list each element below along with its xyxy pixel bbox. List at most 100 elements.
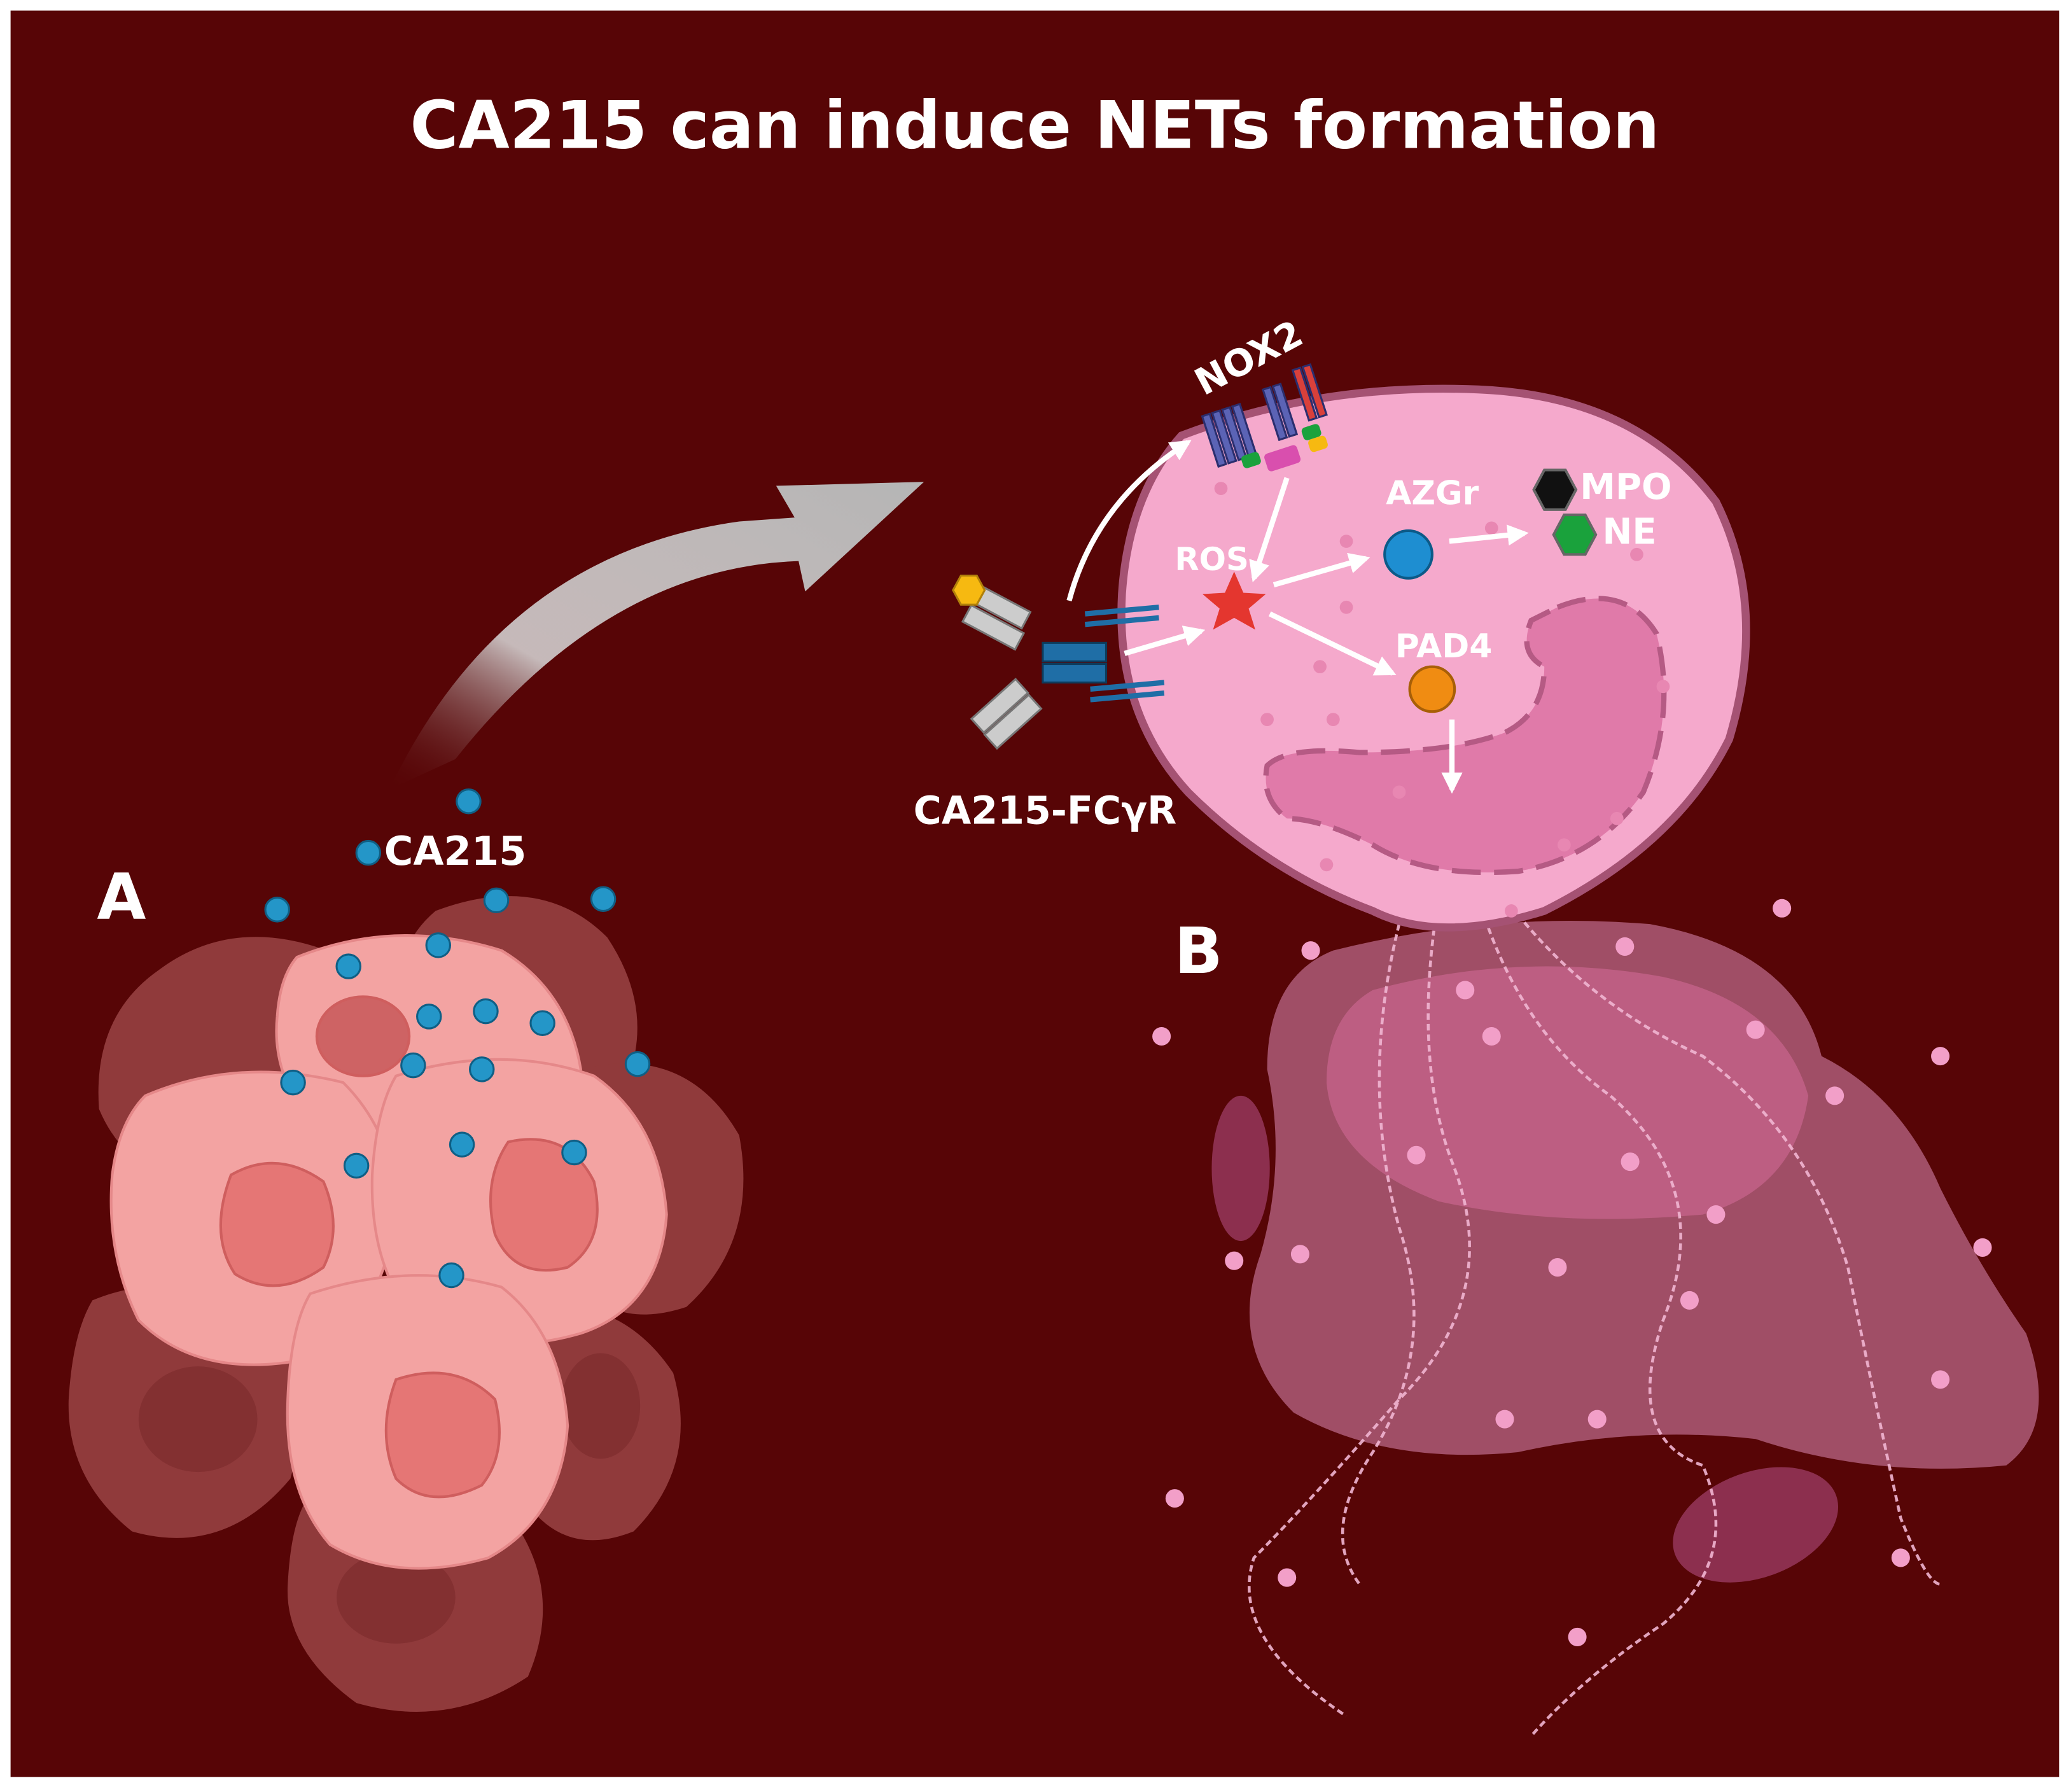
- fc-receptor: [952, 574, 1165, 750]
- ca215-particle: [473, 998, 499, 1025]
- ca215-particle: [280, 1069, 306, 1096]
- net-dot: [1973, 1238, 1992, 1257]
- chromatin-strand: [1341, 923, 1416, 1585]
- mpo-hexagon: [1532, 468, 1578, 511]
- net-dots: [1152, 899, 1992, 1646]
- net-cloud-inner: [1326, 966, 1809, 1219]
- nox2-helix: [1291, 366, 1318, 422]
- neutrophil-granule: [1214, 482, 1228, 495]
- neutrophil-granule: [1339, 535, 1353, 548]
- net-dot: [1482, 1026, 1501, 1046]
- antibody-arm: [970, 677, 1029, 734]
- tumor-cluster: [68, 896, 744, 1712]
- ca215-particle: [469, 1056, 495, 1082]
- figure-title: CA215 can induce NETs formation: [410, 87, 1659, 164]
- ca215-particle: [355, 839, 382, 866]
- ca215-particle: [416, 1004, 442, 1030]
- tumor-nucleus: [219, 1161, 335, 1287]
- chromatin-strand: [1477, 897, 1718, 1737]
- panel-label-a: A: [97, 861, 146, 934]
- net-dot: [1587, 1410, 1607, 1429]
- ca215-particle: [456, 788, 482, 815]
- net-dot: [1621, 1152, 1640, 1172]
- ca215-particle: [624, 1051, 651, 1077]
- ca215-particle: [335, 953, 361, 979]
- nox2-helix: [1211, 409, 1238, 465]
- neutrophil-granule: [1320, 858, 1334, 872]
- ros-star: [1202, 571, 1266, 630]
- arrow-ros-to-azgr: [1273, 552, 1370, 588]
- nox2-complex: [1201, 363, 1328, 472]
- chromatin-strands: [1248, 897, 1941, 1737]
- neutrophil-granule: [1630, 547, 1643, 561]
- tumor-nucleus: [315, 995, 411, 1077]
- ca215-particles: [264, 788, 651, 1289]
- net-dot: [1225, 1251, 1244, 1270]
- net-vesicle: [1211, 1095, 1270, 1242]
- big-curved-arrow: [389, 482, 924, 790]
- arrow-nox2-to-ros: [1249, 477, 1290, 582]
- neutrophil-granule: [1656, 680, 1670, 694]
- neutrophil-granule: [1392, 785, 1406, 799]
- nox2-subunit-green: [1241, 452, 1261, 468]
- ca215-particle: [529, 1010, 555, 1036]
- neutrophil-nucleus: [1263, 596, 1667, 876]
- antibody: [961, 582, 1043, 750]
- arrow-receptor-to-ros: [1124, 626, 1206, 656]
- nox2-subunit-green: [1301, 424, 1321, 440]
- ne-label: NE: [1603, 512, 1657, 553]
- net-dot: [1301, 941, 1320, 960]
- receptor-strand: [1084, 615, 1159, 627]
- pad4-granule: [1408, 665, 1456, 713]
- net-dot: [1931, 1047, 1950, 1066]
- receptor-strand: [1090, 680, 1165, 692]
- neutrophil-granule: [1313, 660, 1327, 674]
- tumor-nucleus-shadow: [561, 1353, 641, 1459]
- net-dot: [1568, 1627, 1587, 1646]
- panel-label-b: B: [1175, 915, 1223, 988]
- net-dot: [1548, 1258, 1567, 1277]
- nox2-subunit-pink: [1264, 445, 1301, 472]
- tumor-nucleus-shadow: [337, 1551, 456, 1644]
- net-vesicle: [1673, 1467, 1839, 1583]
- net-dot: [1931, 1370, 1950, 1389]
- net-dot: [1615, 937, 1635, 956]
- antibody-arm: [961, 604, 1026, 651]
- tumor-nucleus: [384, 1371, 501, 1499]
- net-dot: [1278, 1568, 1297, 1587]
- arrow-azgr-to-mpo: [1449, 524, 1529, 546]
- ca215-particle: [264, 897, 290, 923]
- azgr-label: AZGr: [1386, 474, 1479, 512]
- neutrophil-granule: [1260, 713, 1274, 726]
- ca215-particle: [590, 886, 617, 912]
- tumor-nuclei: [219, 995, 599, 1499]
- net-dot: [1825, 1086, 1844, 1105]
- receptor-body: [1042, 662, 1108, 684]
- net-dot: [1891, 1548, 1910, 1567]
- ca215-particle: [400, 1052, 426, 1079]
- neutrophil-granules: [1214, 482, 1670, 918]
- antigen-hexagon: [952, 574, 986, 606]
- nox2-helix: [1271, 382, 1299, 438]
- net-cloud: [1152, 897, 2039, 1737]
- ca215-particle: [483, 887, 510, 914]
- nox2-helix: [1261, 386, 1288, 442]
- tumor-nucleus-shadow: [138, 1366, 258, 1473]
- antibody-arm: [983, 693, 1043, 750]
- ca215-particle: [425, 932, 451, 958]
- neutrophil-granule: [1339, 600, 1353, 614]
- neutrophil-granule: [1557, 838, 1571, 852]
- mpo-label: MPO: [1580, 466, 1671, 508]
- ca215-particle: [438, 1262, 464, 1289]
- neutrophil-granule: [1326, 713, 1340, 726]
- nucleus-lobe: [1263, 596, 1667, 876]
- net-dot: [1706, 1205, 1726, 1224]
- net-dot: [1495, 1410, 1514, 1429]
- nox2-helix: [1201, 412, 1227, 468]
- ca215-particle: [343, 1152, 370, 1179]
- chromatin-strand: [1503, 897, 1941, 1586]
- nox2-subunit-yellow: [1308, 435, 1328, 452]
- arrow-ros-to-pad4: [1268, 611, 1397, 676]
